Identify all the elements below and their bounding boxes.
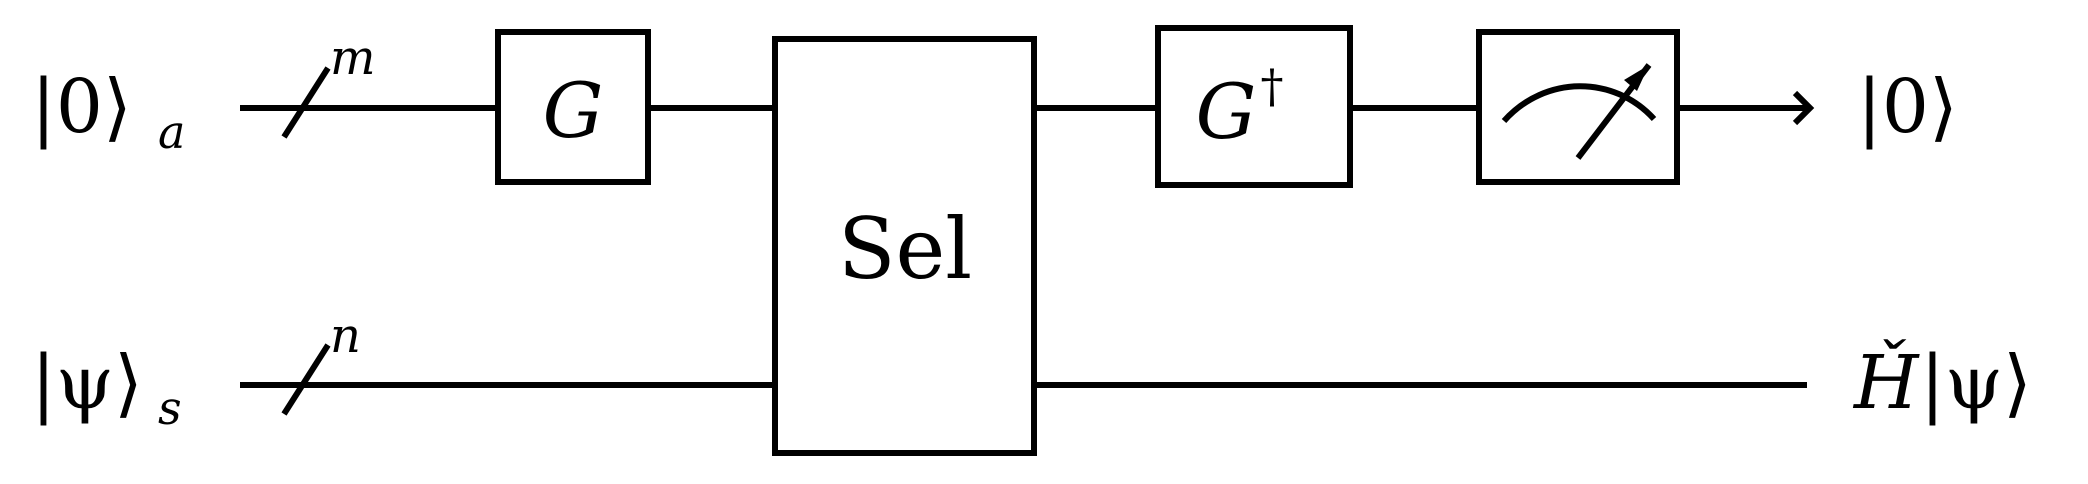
unprepare-gate-dagger: † — [1261, 59, 1284, 113]
system-output-operator: Ȟ — [1852, 338, 1920, 426]
prepare-gate-box — [495, 29, 651, 185]
arrow-right-icon — [1792, 90, 1815, 126]
system-input-ket: |ψ⟩ — [31, 340, 143, 426]
ancilla-input-ket: |0⟩ — [31, 64, 132, 150]
unprepare-gate-box — [1155, 25, 1353, 188]
select-gate-label: Sel — [838, 200, 972, 298]
unprepare-gate-label: G — [1196, 67, 1257, 156]
measurement-box — [1476, 29, 1680, 185]
system-input-subscript: s — [158, 381, 182, 435]
system-output-state: |ψ⟩ — [1920, 340, 2032, 426]
system-register-slash-icon — [281, 343, 331, 416]
ancilla-register-slash-icon — [281, 66, 331, 139]
prepare-gate-label: G — [543, 66, 604, 155]
ancilla-input-subscript: a — [158, 105, 185, 159]
ancilla-register-size: m — [330, 30, 376, 86]
ancilla-output-ket: |0⟩ — [1857, 64, 1958, 150]
measurement-arc — [1501, 83, 1657, 123]
system-register-size: n — [330, 308, 361, 364]
measurement-needle-arrowhead — [1624, 65, 1649, 91]
select-gate-box — [772, 36, 1037, 456]
measurement-meter-icon — [1501, 63, 1657, 160]
